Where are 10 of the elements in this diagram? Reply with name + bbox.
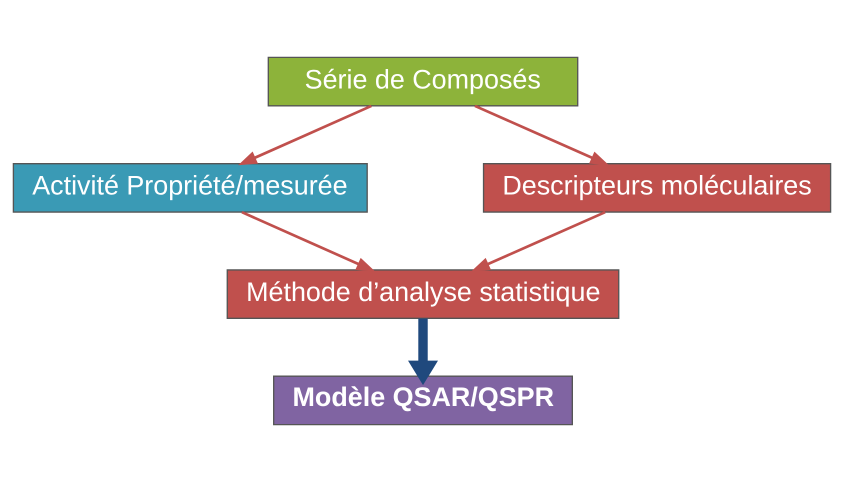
node-box: Méthode d’analyse statistique: [226, 269, 620, 320]
node-box: Modèle QSAR/QSPR: [273, 376, 573, 426]
node-box: Activité Propriété/mesurée: [12, 162, 368, 213]
arrow: [474, 104, 609, 166]
arrow: [408, 318, 438, 386]
node-box: Descripteurs moléculaires: [482, 162, 832, 213]
arrow: [238, 104, 372, 166]
arrow: [471, 210, 606, 272]
arrow: [241, 210, 376, 272]
node-box: Série de Composés: [268, 56, 578, 106]
